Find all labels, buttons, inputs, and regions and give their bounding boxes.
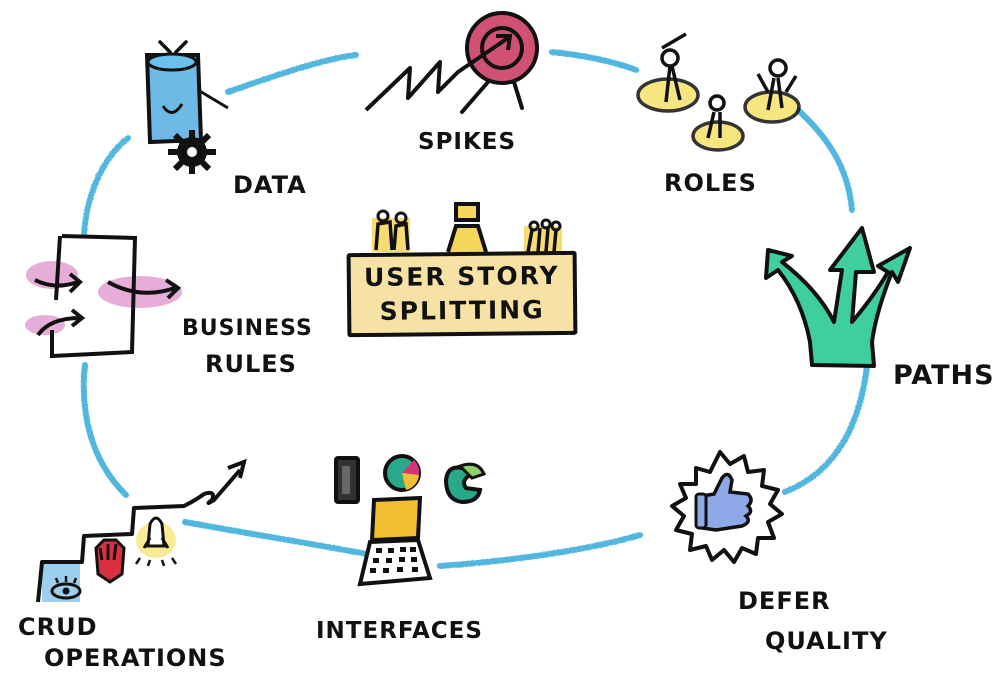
- target-icon: [364, 11, 539, 114]
- title-box: USER STORY SPLITTING: [346, 250, 578, 338]
- thumbs-up-badge-icon: [670, 450, 784, 564]
- label-quality: QUALITY: [765, 627, 888, 655]
- business-rules-icon: [25, 234, 182, 359]
- label-defer: DEFER: [738, 587, 831, 615]
- hand-icon: [94, 538, 126, 584]
- label-spikes: SPIKES: [418, 129, 517, 155]
- team-icon: [372, 202, 562, 253]
- title-line-2: SPLITTING: [379, 295, 545, 326]
- database-icon: [144, 40, 229, 174]
- label-data: DATA: [233, 171, 307, 199]
- label-business: BUSINESS: [182, 316, 313, 341]
- loop-path: [80, 49, 870, 569]
- rocket-icon: [134, 516, 178, 567]
- gear-icon: [168, 130, 216, 174]
- paths-arrow-icon: [764, 226, 912, 368]
- label-rules: RULES: [205, 350, 297, 378]
- eye-icon: [50, 576, 82, 600]
- label-roles: ROLES: [664, 169, 757, 197]
- label-crud: CRUD: [18, 613, 98, 641]
- label-paths: PATHS: [893, 360, 995, 391]
- label-interfaces: INTERFACES: [316, 618, 483, 644]
- label-operations: OPERATIONS: [44, 644, 227, 672]
- interfaces-icon: [334, 454, 487, 587]
- title-line-1: USER STORY: [363, 260, 560, 293]
- roles-icon: [636, 32, 801, 152]
- crud-stairs-icon: [36, 458, 247, 603]
